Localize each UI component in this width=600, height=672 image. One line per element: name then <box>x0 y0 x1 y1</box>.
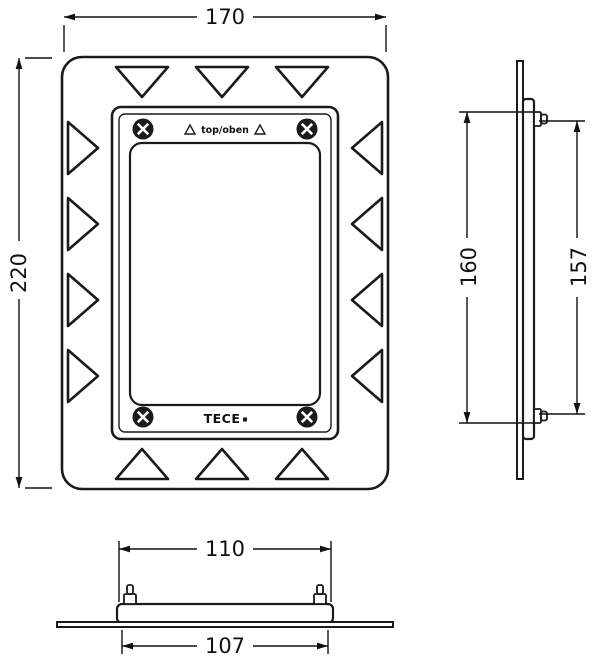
arrowhead-icon <box>375 13 386 21</box>
dim-side-outer-label: 160 <box>457 247 481 287</box>
dim-bottom-outer-label: 110 <box>205 537 245 561</box>
mounting-pin <box>313 584 327 605</box>
frame-cutout-triangles <box>66 65 384 481</box>
mounting-pin <box>533 408 548 424</box>
arrowhead-icon <box>15 58 23 69</box>
dim-bottom-inner-label: 107 <box>205 634 245 658</box>
dim-front-height: 220 <box>7 57 52 489</box>
dim-front-height-label: 220 <box>7 253 31 293</box>
arrowhead-icon <box>463 112 471 123</box>
screw-icon <box>132 118 154 140</box>
dim-side-inner-label: 157 <box>567 247 591 287</box>
arrowhead-icon <box>320 545 331 553</box>
alignment-triangle-icon <box>253 123 267 135</box>
inner-frame-step <box>118 113 332 433</box>
dim-front-width: 170 <box>63 5 387 52</box>
arrowhead-icon <box>463 412 471 423</box>
brand-square-icon <box>243 417 247 422</box>
mounting-pin <box>533 111 548 127</box>
arrowhead-icon <box>122 642 133 650</box>
arrowhead-icon <box>119 545 130 553</box>
dim-side-outer: 160 <box>457 111 533 424</box>
bottom-front-plate <box>56 621 394 628</box>
front-view: top/oben TECE <box>60 55 390 491</box>
arrowhead-icon <box>317 642 328 650</box>
orientation-label: top/oben <box>201 125 249 136</box>
arrowhead-icon <box>64 13 75 21</box>
arrowhead-icon <box>573 403 581 414</box>
dim-front-width-label: 170 <box>205 5 245 29</box>
side-view <box>516 60 548 480</box>
screw-icon <box>296 406 318 428</box>
screw-icon <box>132 406 154 428</box>
arrowhead-icon <box>573 121 581 132</box>
screw-icon <box>296 118 318 140</box>
frame-window <box>128 141 322 407</box>
dim-bottom-outer: 110 <box>118 537 332 602</box>
bottom-body <box>115 602 335 625</box>
dim-bottom-inner: 107 <box>121 630 329 658</box>
bottom-view <box>56 584 394 628</box>
side-body <box>521 97 536 441</box>
brand-logo: TECE <box>204 411 241 426</box>
alignment-triangle-icon <box>183 123 197 135</box>
arrowhead-icon <box>15 477 23 488</box>
mounting-pin <box>123 584 137 605</box>
dim-side-inner: 157 <box>539 120 591 415</box>
